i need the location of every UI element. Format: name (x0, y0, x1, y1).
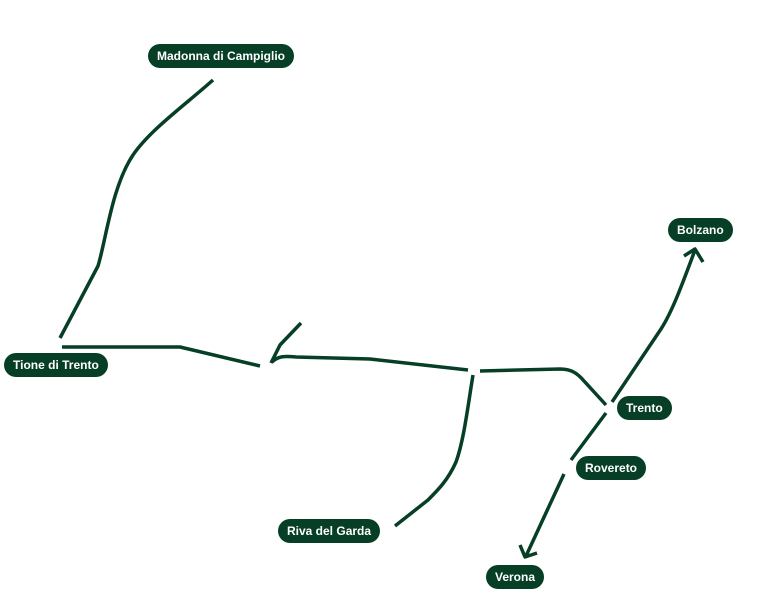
label-tione-di-trento[interactable]: Tione di Trento (4, 353, 108, 377)
route-tione-east (62, 345, 261, 368)
route-to-trento (479, 367, 608, 407)
label-rovereto[interactable]: Rovereto (576, 456, 647, 480)
label-riva-del-garda[interactable]: Riva del Garda (278, 519, 381, 543)
route-small-branch (269, 321, 469, 372)
route-madonna-tione (58, 78, 215, 339)
route-riva (393, 374, 475, 528)
label-bolzano[interactable]: Bolzano (668, 218, 733, 242)
route-trento-rovereto (569, 411, 608, 462)
route-trento-bolzano (610, 247, 705, 403)
label-madonna-di-campiglio[interactable]: Madonna di Campiglio (148, 44, 294, 68)
label-trento[interactable]: Trento (617, 396, 672, 420)
label-verona[interactable]: Verona (486, 565, 545, 589)
route-rovereto-verona (518, 473, 566, 559)
